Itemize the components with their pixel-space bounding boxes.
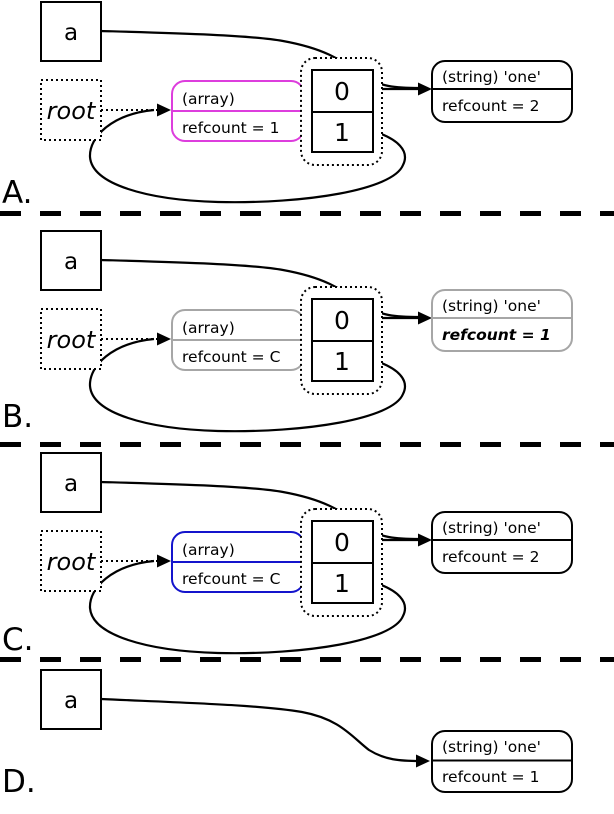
- panel-b: a root (array) refcount = C 0 1 (string)…: [40, 230, 573, 433]
- cell-1: 1: [334, 569, 350, 598]
- string-type-label: (string) 'one': [442, 738, 541, 756]
- string-box: [431, 511, 573, 574]
- var-box: [40, 230, 102, 291]
- arrowhead-into-array: [157, 554, 171, 568]
- var-label: a: [64, 688, 78, 714]
- panel-a: a root (array) refcount = 1 0 1 (string)…: [40, 1, 573, 204]
- string-refcount-label: refcount = 2: [442, 548, 539, 566]
- root-label: root: [47, 97, 97, 125]
- array-refcount-label: refcount = C: [182, 570, 280, 588]
- cell-0: 0: [334, 528, 350, 557]
- root-box: [40, 530, 102, 592]
- string-refcount-label: refcount = 1: [442, 326, 551, 344]
- string-type-label: (string) 'one': [442, 519, 541, 537]
- panel-d: a (string) 'one' refcount = 1: [40, 669, 573, 793]
- cell-1: 1: [334, 347, 350, 376]
- string-type-label: (string) 'one': [442, 68, 541, 86]
- arrow-cycle-loop: [88, 559, 406, 655]
- string-type-label: (string) 'one': [442, 297, 541, 315]
- arrow-a-to-string: [100, 697, 421, 763]
- arrowhead-into-string: [418, 311, 432, 325]
- arrowhead-into-string: [418, 82, 432, 96]
- root-box: [40, 308, 102, 370]
- var-label: a: [64, 471, 78, 497]
- cell-1: 1: [334, 118, 350, 147]
- root-label: root: [47, 326, 97, 354]
- panel-c: a root (array) refcount = C 0 1 (string)…: [40, 452, 573, 655]
- string-box: [431, 289, 573, 352]
- array-type-label: (array): [182, 90, 235, 108]
- string-refcount-label: refcount = 2: [442, 97, 539, 115]
- cell-0: 0: [334, 77, 350, 106]
- arrowhead-into-array: [157, 103, 171, 117]
- string-refcount-label: refcount = 1: [442, 768, 539, 786]
- panel-label-b: B.: [2, 399, 33, 435]
- arrowhead-into-string: [418, 533, 432, 547]
- root-box: [40, 79, 102, 141]
- var-label: a: [64, 20, 78, 46]
- var-box: [40, 452, 102, 513]
- panel-label-c: C.: [2, 622, 34, 658]
- panel-label-a: A.: [2, 175, 33, 211]
- array-refcount-label: refcount = 1: [182, 119, 279, 137]
- arrowhead-into-array: [157, 332, 171, 346]
- panel-label-d: D.: [2, 764, 36, 800]
- arrow-cycle-loop: [88, 108, 406, 204]
- string-box: [431, 60, 573, 123]
- array-type-label: (array): [182, 319, 235, 337]
- array-refcount-label: refcount = C: [182, 348, 280, 366]
- var-box: [40, 1, 102, 62]
- arrowhead-into-string: [416, 754, 430, 768]
- array-type-label: (array): [182, 541, 235, 559]
- cell-0: 0: [334, 306, 350, 335]
- arrow-cycle-loop: [88, 337, 406, 433]
- root-label: root: [47, 548, 97, 576]
- var-box: [40, 669, 102, 730]
- var-label: a: [64, 249, 78, 275]
